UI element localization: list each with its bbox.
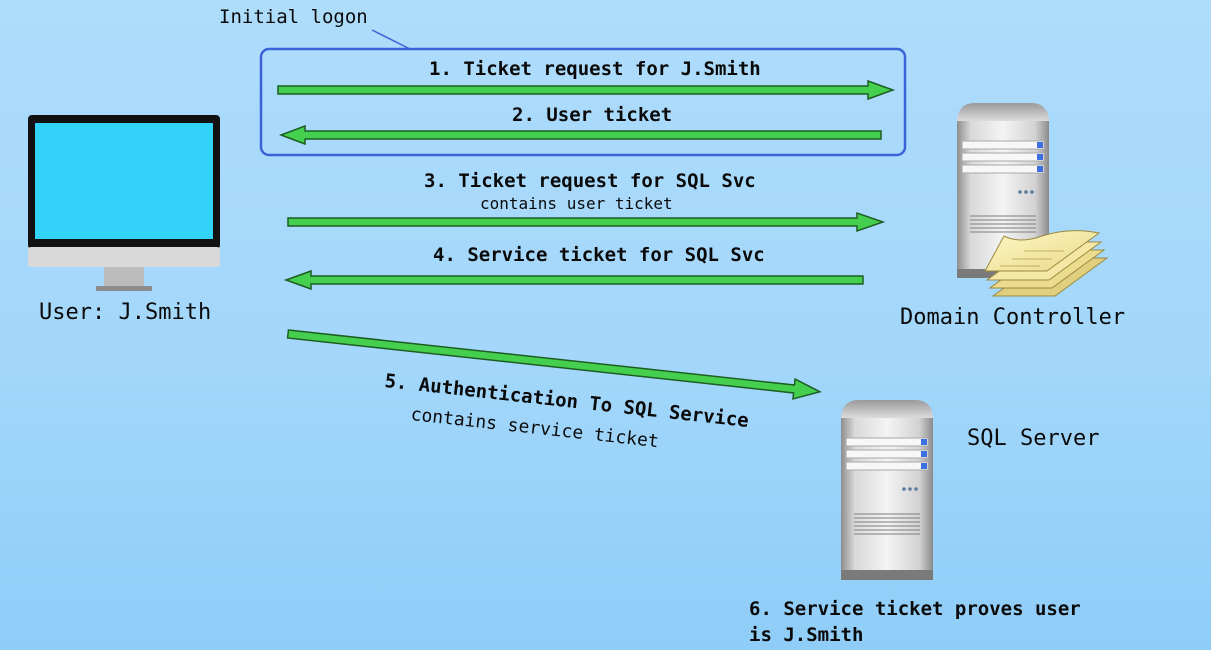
arrow-service-ticket-request	[287, 211, 886, 233]
sql-server-label: SQL Server	[967, 426, 1100, 451]
arrow-service-ticket	[283, 269, 864, 291]
domain-controller-label: Domain Controller	[900, 305, 1126, 330]
initial-logon-box	[259, 29, 907, 157]
step-6-label-line1: 6. Service ticket proves user	[749, 598, 1081, 620]
sql-server-icon	[841, 400, 933, 580]
step-4-label: 4. Service ticket for SQL Svc	[433, 244, 765, 266]
arrow-authentication	[286, 329, 822, 400]
user-label: User: J.Smith	[39, 300, 212, 325]
step-6-label-line2: is J.Smith	[749, 624, 864, 646]
step-2-label: 2. User ticket	[512, 104, 673, 126]
step-3-sublabel: contains user ticket	[480, 194, 673, 213]
arrow-user-ticket	[278, 124, 882, 146]
step-1-label: 1. Ticket request for J.Smith	[429, 58, 761, 80]
monitor-icon	[28, 115, 220, 291]
ticket-stack-icon	[984, 230, 1109, 297]
arrow-ticket-request	[277, 79, 896, 101]
initial-logon-label: Initial logon	[219, 6, 368, 28]
step-3-label: 3. Ticket request for SQL Svc	[424, 170, 756, 192]
